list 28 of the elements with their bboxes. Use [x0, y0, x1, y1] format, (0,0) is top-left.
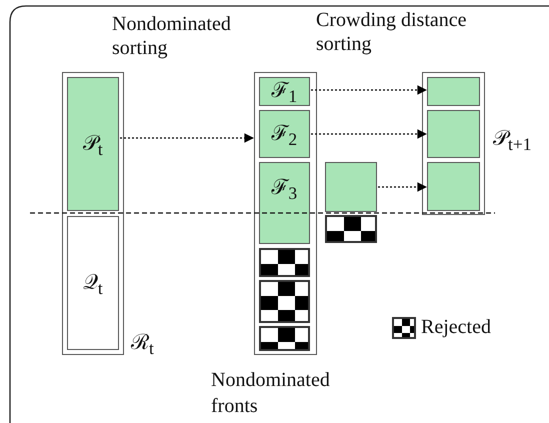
step-label: Nondominated sorting — [112, 12, 232, 60]
population-box — [66, 216, 119, 350]
box-label: 𝒬$_{t}$ — [82, 270, 104, 299]
front-box — [258, 110, 310, 158]
arrow — [311, 85, 427, 95]
rejected-block — [258, 248, 310, 277]
rejected-block — [258, 280, 310, 323]
rejected-block — [325, 215, 377, 243]
arrow — [120, 133, 254, 143]
container-label: ℛ$_{t}$ — [131, 331, 154, 360]
box-label: 𝒫$_{t}$ — [82, 132, 104, 160]
arrow — [378, 182, 427, 192]
arrow — [311, 129, 427, 139]
container-label: 𝒫$_{t+1}$ — [493, 127, 532, 156]
rejected-block — [258, 326, 310, 351]
population-box — [426, 76, 480, 106]
box-label: ℱ$_{2}$ — [270, 122, 298, 150]
container-label: Nondominated fronts — [211, 368, 331, 419]
box-label: ℱ$_{1}$ — [270, 79, 298, 108]
population-box — [426, 162, 480, 211]
population-box — [66, 76, 119, 211]
sorted-block — [325, 162, 377, 212]
box-label: ℱ$_{3}$ — [270, 176, 298, 204]
front-box — [258, 162, 310, 244]
step-label: Crowding distance sorting — [316, 8, 468, 56]
legend-label: Rejected — [421, 315, 491, 339]
population-box — [426, 110, 480, 158]
front-box — [258, 76, 310, 106]
